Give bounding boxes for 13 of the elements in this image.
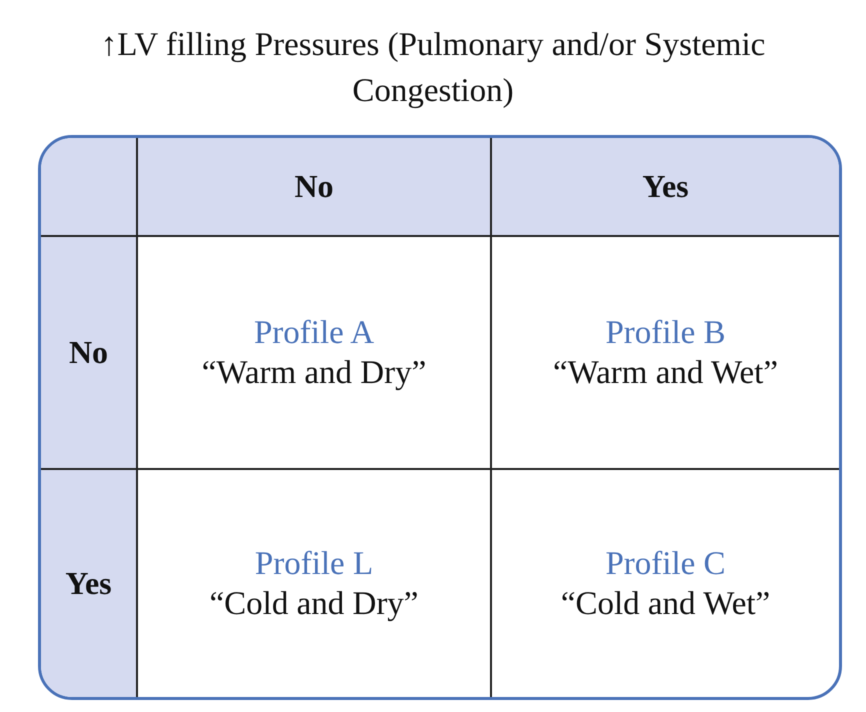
profile-name: Profile B bbox=[605, 314, 726, 352]
profile-description: “Cold and Dry” bbox=[210, 584, 418, 624]
column-header: Yes bbox=[490, 138, 839, 235]
profile-description: “Warm and Dry” bbox=[202, 354, 426, 392]
column-header: No bbox=[136, 138, 490, 235]
row-header: Yes bbox=[41, 468, 136, 697]
profile-description: “Cold and Wet” bbox=[560, 584, 770, 624]
title: ↑LV filling Pressures (Pulmonary and/or Systemic Congestion) bbox=[100, 26, 766, 111]
profile-description: “Warm and Wet” bbox=[553, 354, 778, 392]
row-header: No bbox=[41, 235, 136, 468]
profile-name: Profile C bbox=[605, 544, 726, 584]
profile-name: Profile L bbox=[254, 544, 374, 584]
profile-name: Profile A bbox=[254, 314, 374, 352]
